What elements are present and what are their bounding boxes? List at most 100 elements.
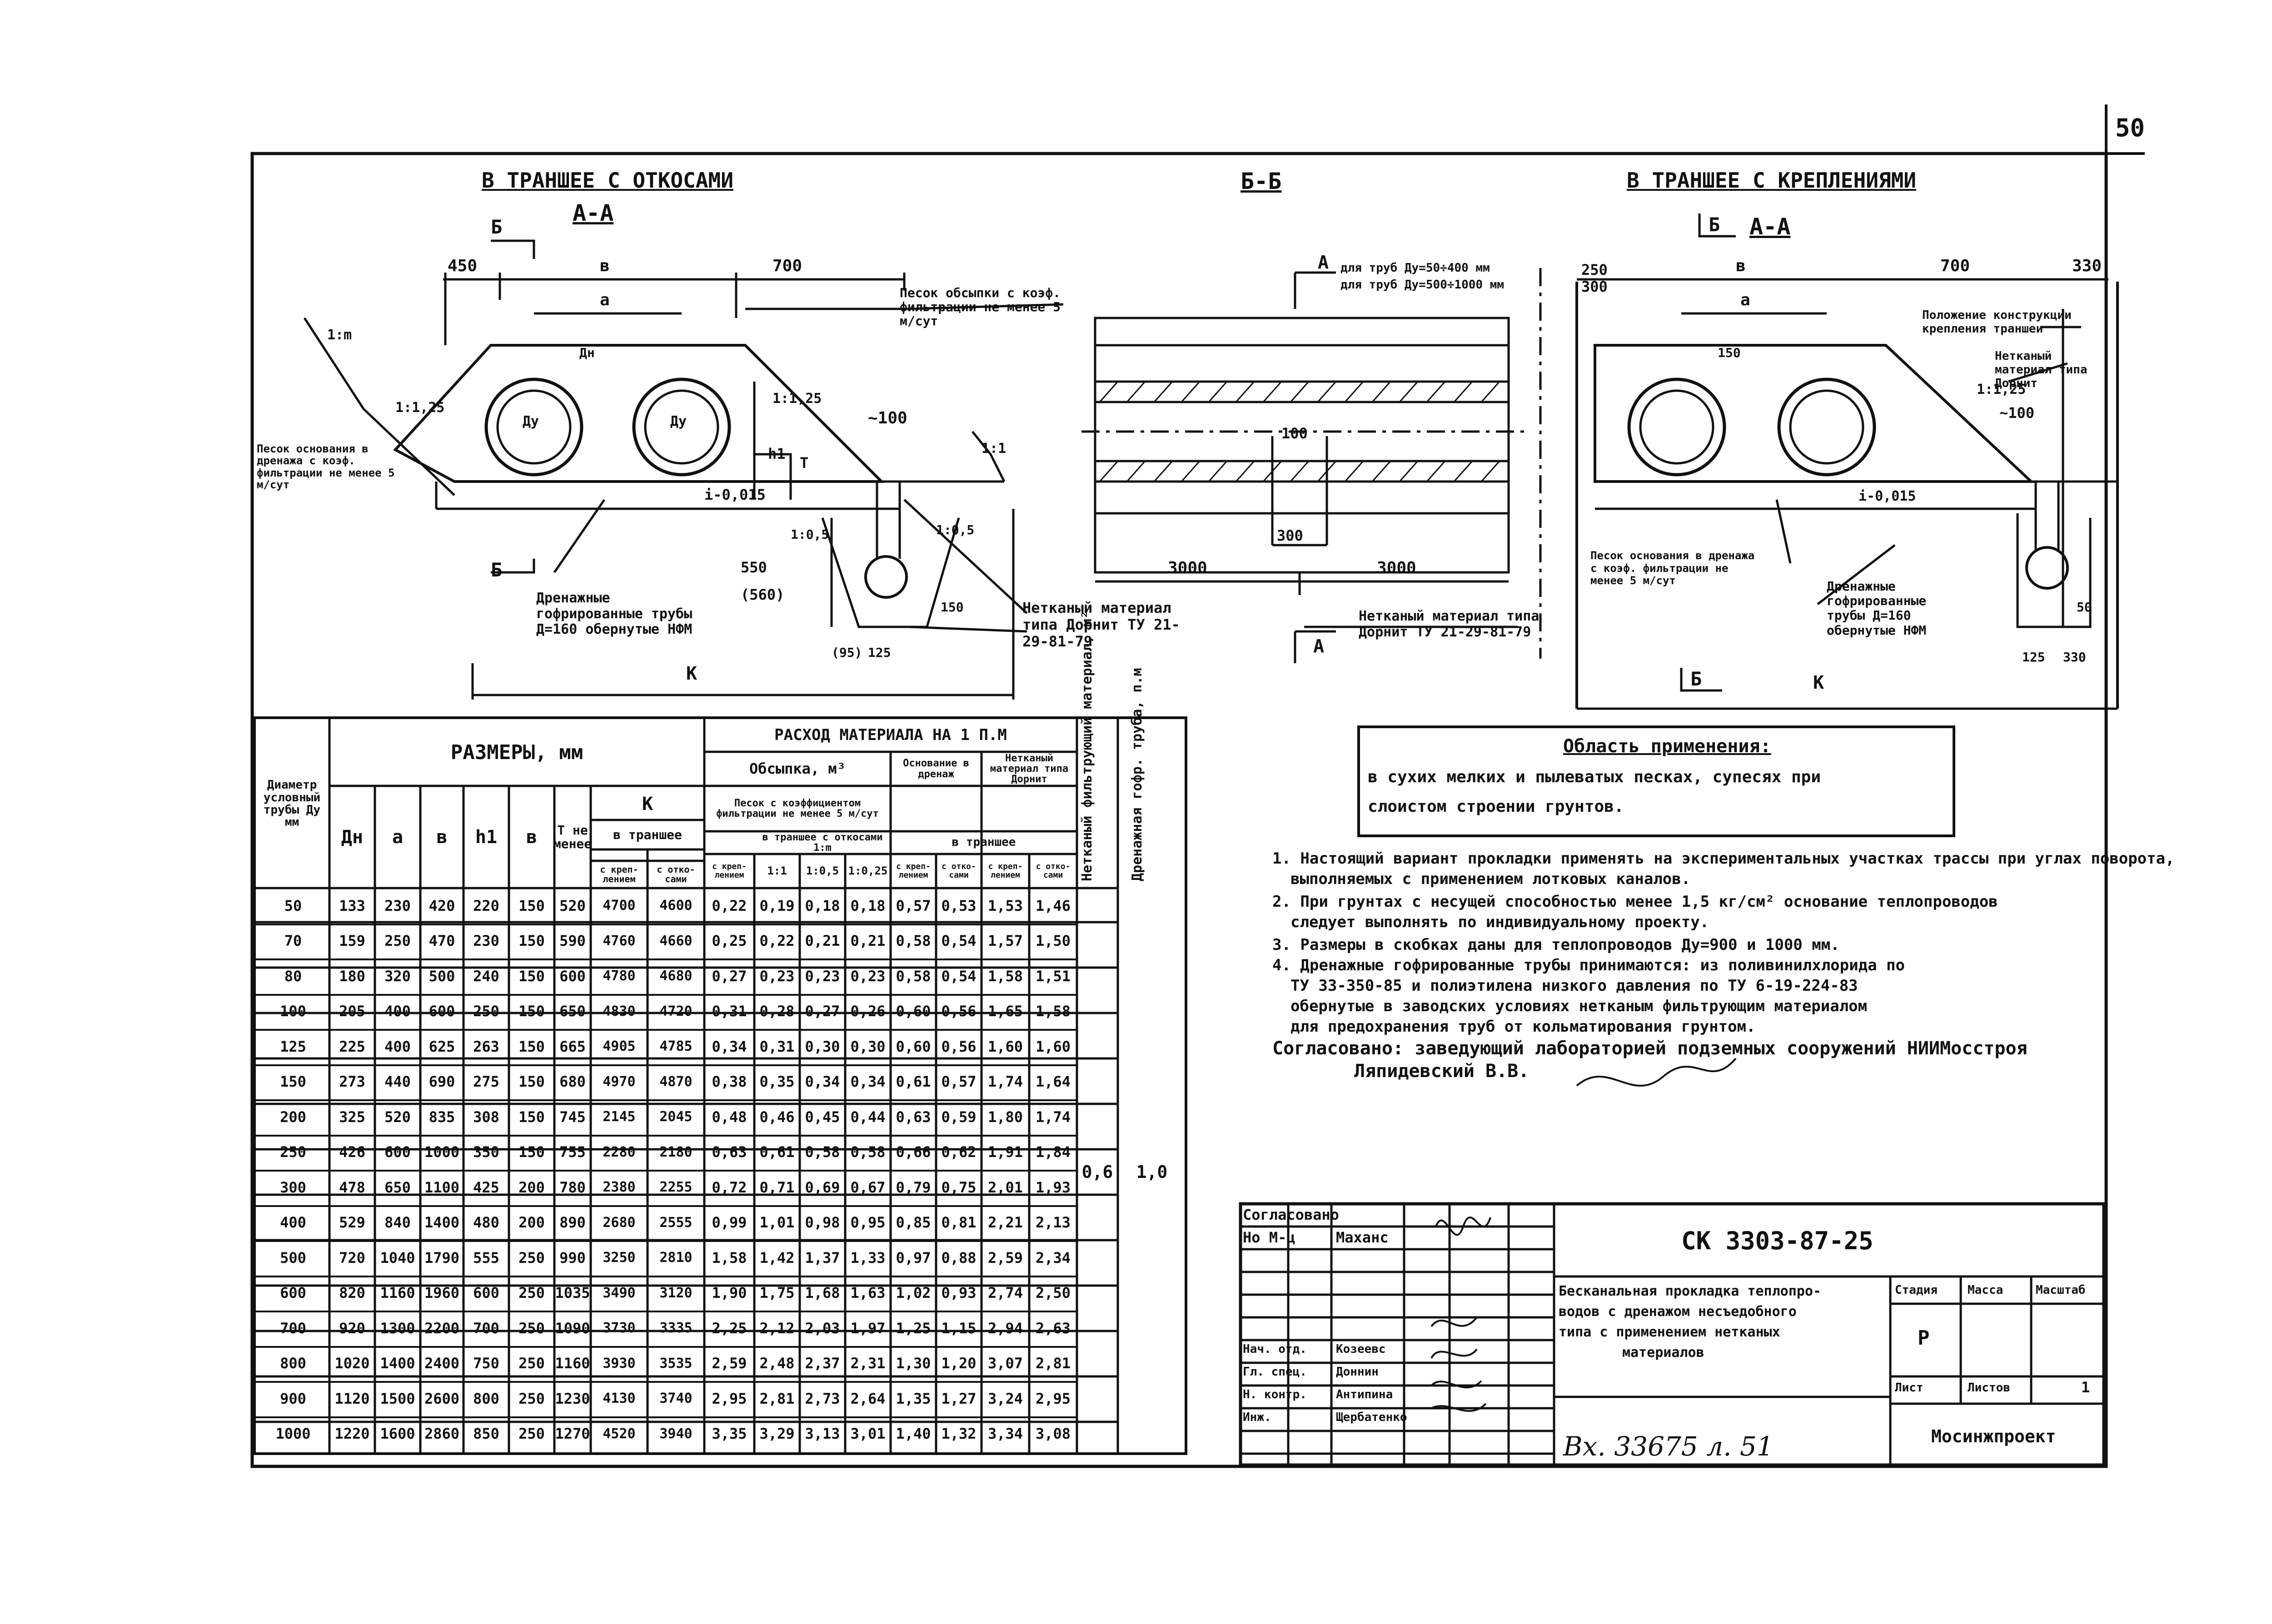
table-cell: 1120 (334, 1390, 370, 1407)
table-cell: 520 (384, 1108, 411, 1126)
table-cell: 0,57 (941, 1073, 977, 1091)
table-cell: 2,13 (1035, 1214, 1071, 1232)
table-cell: 1400 (424, 1214, 460, 1232)
table-cell: 1,02 (896, 1284, 931, 1302)
table-cell: 0,54 (941, 932, 977, 950)
dim-100-mid: 100 (1281, 425, 1308, 442)
th-k: К (642, 794, 653, 814)
table-cell: 2145 (603, 1109, 636, 1125)
table-cell: 3930 (603, 1355, 636, 1371)
table-cell: 600 (473, 1284, 499, 1302)
table-cell: 0,18 (805, 897, 840, 914)
slope-1m: 1:m (327, 327, 352, 343)
marker-b-right-bottom: Б (1690, 668, 1702, 690)
table-cell: 3,34 (987, 1425, 1023, 1443)
title-block-grid (1239, 1202, 2106, 1467)
right-section-title: В ТРАНШЕЕ С КРЕПЛЕНИЯМИ (1627, 168, 1916, 193)
table-cell: 3730 (603, 1320, 636, 1336)
table-cell: 1100 (424, 1178, 460, 1196)
table-cell: 2,81 (1035, 1355, 1071, 1372)
dim-330-right: 330 (2072, 257, 2102, 275)
dim-250-mid: 250 (1581, 261, 1608, 278)
th-m3: 1:0,25 (848, 864, 888, 877)
table-cell: 480 (473, 1214, 499, 1232)
table-cell: 0,21 (850, 932, 886, 950)
table-cell: 555 (473, 1249, 499, 1266)
table-row-separator (254, 1346, 1077, 1348)
table-cell: 600 (559, 967, 586, 985)
table-cell: 3490 (603, 1285, 636, 1301)
dim-700-right: 700 (1940, 257, 1970, 275)
table-cell: 1,91 (987, 1143, 1023, 1161)
th-b: в (436, 826, 448, 848)
table-cell: 1600 (380, 1425, 415, 1443)
table-cell: 1400 (380, 1355, 415, 1372)
table-cell: 0,26 (850, 1003, 886, 1020)
table-cell: 1500 (380, 1390, 415, 1407)
table-cell: 1,97 (850, 1319, 886, 1337)
table-cell: 0,95 (850, 1214, 886, 1232)
table-cell: 0,99 (712, 1214, 747, 1232)
table-row-separator (254, 1381, 1077, 1383)
name-2: Доннин (1336, 1365, 1379, 1379)
sheet-number: 50 (2115, 114, 2145, 142)
table-cell: 1160 (555, 1355, 590, 1372)
table-cell: 690 (428, 1073, 455, 1091)
th-fabric: Нетканый материал типа Дорнит (990, 752, 1069, 785)
table-cell: 150 (518, 1143, 545, 1161)
stage-value: Р (1918, 1326, 1930, 1350)
table-cell: 2180 (659, 1144, 693, 1160)
table-cell: 3,35 (712, 1425, 747, 1443)
table-cell: 4785 (659, 1038, 693, 1055)
table-cell: 0,61 (759, 1143, 795, 1161)
dim-95: (95) (832, 645, 862, 660)
table-cell: 745 (559, 1108, 586, 1126)
doc-title-l1: Бесканальная прокладка теплопро- (1559, 1283, 1821, 1299)
right-trench-lines (1575, 214, 2119, 710)
table-cell: 1,75 (759, 1284, 795, 1302)
table-cell: 250 (384, 932, 411, 950)
table-cell: 0,30 (850, 1038, 886, 1055)
table-row-separator (254, 959, 1077, 960)
table-cell: 0,93 (941, 1284, 977, 1302)
note-line: 4. Дренажные гофрированные трубы принима… (1272, 956, 1905, 974)
scope-title: Область применения: (1563, 736, 1771, 757)
table-row-separator (254, 1416, 1077, 1418)
th-s2: с креп- лением (896, 861, 931, 880)
slope-1-1: 1:1 (982, 441, 1006, 457)
table-cell: 680 (559, 1073, 586, 1091)
table-cell: 205 (339, 1003, 365, 1020)
dim-560: (560) (741, 586, 785, 603)
table-cell: 70 (284, 932, 302, 950)
table-cell: 0,88 (941, 1249, 977, 1266)
dim-a-right: а (1740, 291, 1750, 309)
table-cell: 625 (428, 1038, 455, 1055)
table-cell: 0,21 (805, 932, 840, 950)
table-cell: 700 (280, 1319, 306, 1337)
role-2: Гл. спец. (1243, 1365, 1307, 1379)
table-cell: 150 (518, 932, 545, 950)
table-cell: 2200 (424, 1319, 460, 1337)
table-cell: 2,12 (759, 1319, 795, 1337)
table-cell: 4700 (603, 898, 636, 914)
table-cell: 2,81 (759, 1390, 795, 1407)
table-cell: 500 (280, 1249, 306, 1266)
table-cell: 800 (473, 1390, 499, 1407)
table-row-separator (254, 1064, 1077, 1066)
dim-b-right: в (1736, 257, 1746, 275)
table-cell: 0,59 (941, 1108, 977, 1126)
table-cell: 200 (518, 1178, 545, 1196)
table-cell: 2,95 (1035, 1390, 1071, 1407)
table-cell: 2810 (659, 1250, 693, 1266)
table-cell: 0,56 (941, 1038, 977, 1055)
table-row-separator (254, 1134, 1077, 1137)
table-cell: 350 (473, 1143, 499, 1161)
th-s1: с креп- лением (712, 861, 747, 880)
table-cell: 4760 (603, 933, 636, 949)
dim-330-bottom: 330 (2063, 650, 2086, 665)
table-cell: 2860 (424, 1425, 460, 1443)
table-cell: 2,48 (759, 1355, 795, 1372)
table-cell: 529 (339, 1214, 365, 1232)
table-cell: 1,40 (896, 1425, 931, 1443)
